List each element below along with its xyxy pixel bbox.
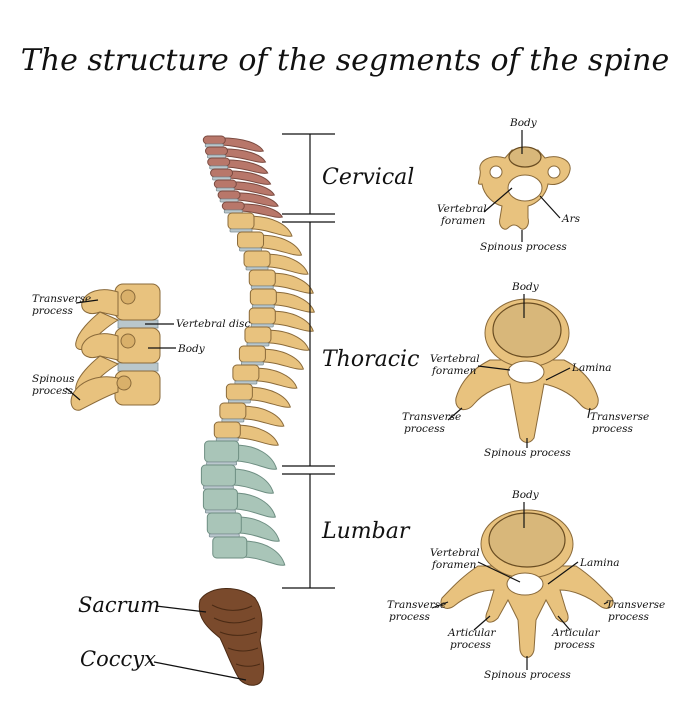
thoracic-transverse-right-label-2: process [592, 423, 634, 435]
spine-process-10 [270, 272, 314, 294]
lumbar-body-label: Body [511, 489, 540, 501]
spine-vertebra-18 [213, 421, 241, 439]
thoracic-body-label: Body [511, 281, 540, 293]
thoracic-transverse-left-label-2: process [404, 423, 446, 435]
spine-vertebra-12 [248, 307, 276, 325]
region-label-sacrum: Sacrum [78, 593, 160, 617]
spine-process-21 [232, 492, 277, 518]
cervical-vertebra-detail [477, 146, 571, 230]
cervical-foramen-label-1: Vertebral [437, 203, 487, 215]
spine-process-4 [231, 181, 276, 196]
spine-process-12 [270, 310, 314, 332]
lumbar-articular-right-label-2: process [554, 639, 596, 651]
spine-vertebra-14 [238, 345, 266, 363]
spine-vertebra-19 [204, 440, 240, 463]
spine-vertebra-15 [232, 364, 260, 382]
lumbar-articular-left-label-1: Articular [447, 627, 496, 639]
lumbar-transverse-left-label-2: process [389, 611, 431, 623]
spine-vertebra-0 [202, 135, 226, 145]
spine-vertebra-23 [212, 536, 248, 559]
spine-process-22 [236, 516, 280, 542]
side-spinous-label-1: Spinous [32, 373, 75, 385]
lumbar-vertebra-detail [440, 509, 614, 658]
region-label-coccyx: Coccyx [80, 647, 156, 671]
spine-process-18 [235, 424, 279, 446]
lumbar-transverse-right-label-1: Transverse [606, 599, 665, 611]
thoracic-vertebra-detail [455, 298, 599, 443]
cervical-body-label: Body [509, 117, 538, 129]
cervical-foramen-label-2: foramen [440, 215, 486, 227]
spine-vertebra-5 [217, 190, 241, 200]
spine-vertebra-22 [206, 512, 242, 535]
lumbar-articular-left-label-2: process [450, 639, 492, 651]
spine-process-3 [228, 170, 272, 185]
spine-column [200, 135, 315, 566]
spine-process-5 [235, 192, 279, 207]
spine-vertebra-16 [225, 383, 253, 401]
side-vertebral-disc-label: Vertebral disc [176, 318, 250, 330]
spine-process-9 [265, 253, 309, 275]
spine-vertebra-8 [237, 231, 265, 249]
region-label-lumbar: Lumbar [321, 519, 411, 544]
lumbar-lamina-label: Lamina [579, 557, 620, 569]
spine-vertebra-11 [249, 288, 277, 306]
spine-process-11 [271, 291, 315, 313]
spine-vertebra-6 [221, 201, 245, 211]
lumbar-foramen-label-1: Vertebral [430, 547, 480, 559]
region-brackets [282, 133, 335, 589]
sacrum-leader [155, 605, 207, 613]
spine-process-6 [239, 203, 284, 218]
spine-process-20 [230, 468, 275, 494]
diagram-title: The structure of the segments of the spi… [21, 43, 669, 78]
spine-vertebra-4 [213, 179, 237, 189]
spine-vertebra-7 [227, 212, 255, 230]
spine-process-0 [220, 137, 265, 152]
spine-vertebra-21 [202, 488, 238, 511]
side-vertebrae-detail [70, 283, 161, 411]
spine-vertebra-9 [243, 250, 271, 268]
cervical-ars-label: Ars [561, 213, 581, 225]
lumbar-spinous-label: Spinous process [484, 669, 571, 681]
spine-process-16 [247, 386, 292, 408]
thoracic-spinous-label: Spinous process [484, 447, 571, 459]
coccyx-leader [153, 661, 247, 681]
region-label-cervical: Cervical [322, 165, 414, 190]
spine-process-15 [254, 367, 298, 389]
spine-process-7 [249, 215, 293, 237]
spine-vertebra-3 [210, 168, 234, 178]
spine-vertebra-10 [248, 269, 276, 287]
lumbar-articular-right-label-1: Articular [551, 627, 600, 639]
spine-process-17 [241, 405, 285, 427]
sacrum-coccyx-shape [198, 588, 265, 686]
side-spinous-label-2: process [32, 385, 74, 397]
thoracic-lamina-label: Lamina [571, 362, 612, 374]
spine-process-8 [259, 234, 303, 256]
spine-process-1 [223, 148, 267, 163]
spine-vertebra-2 [207, 157, 231, 167]
spine-vertebra-17 [219, 402, 247, 420]
spine-vertebra-1 [205, 146, 228, 156]
lumbar-transverse-right-label-2: process [608, 611, 650, 623]
cervical-spinous-label: Spinous process [480, 241, 567, 253]
side-transverse-label-1: Transverse [32, 293, 91, 305]
side-transverse-label-2: process [32, 305, 74, 317]
thoracic-transverse-right-label-1: Transverse [590, 411, 649, 423]
spine-vertebra-20 [200, 464, 236, 487]
thoracic-foramen-label-2: foramen [431, 365, 477, 377]
region-label-thoracic: Thoracic [322, 347, 419, 372]
spine-process-23 [242, 540, 286, 566]
side-body-label: Body [177, 343, 206, 355]
thoracic-transverse-left-label-1: Transverse [402, 411, 461, 423]
lumbar-transverse-left-label-1: Transverse [387, 599, 446, 611]
spine-process-13 [266, 329, 310, 351]
spine-process-2 [225, 159, 269, 174]
thoracic-foramen-label-1: Vertebral [430, 353, 480, 365]
spine-process-14 [260, 348, 305, 370]
spine-process-19 [234, 444, 278, 470]
lumbar-foramen-label-2: foramen [431, 559, 477, 571]
